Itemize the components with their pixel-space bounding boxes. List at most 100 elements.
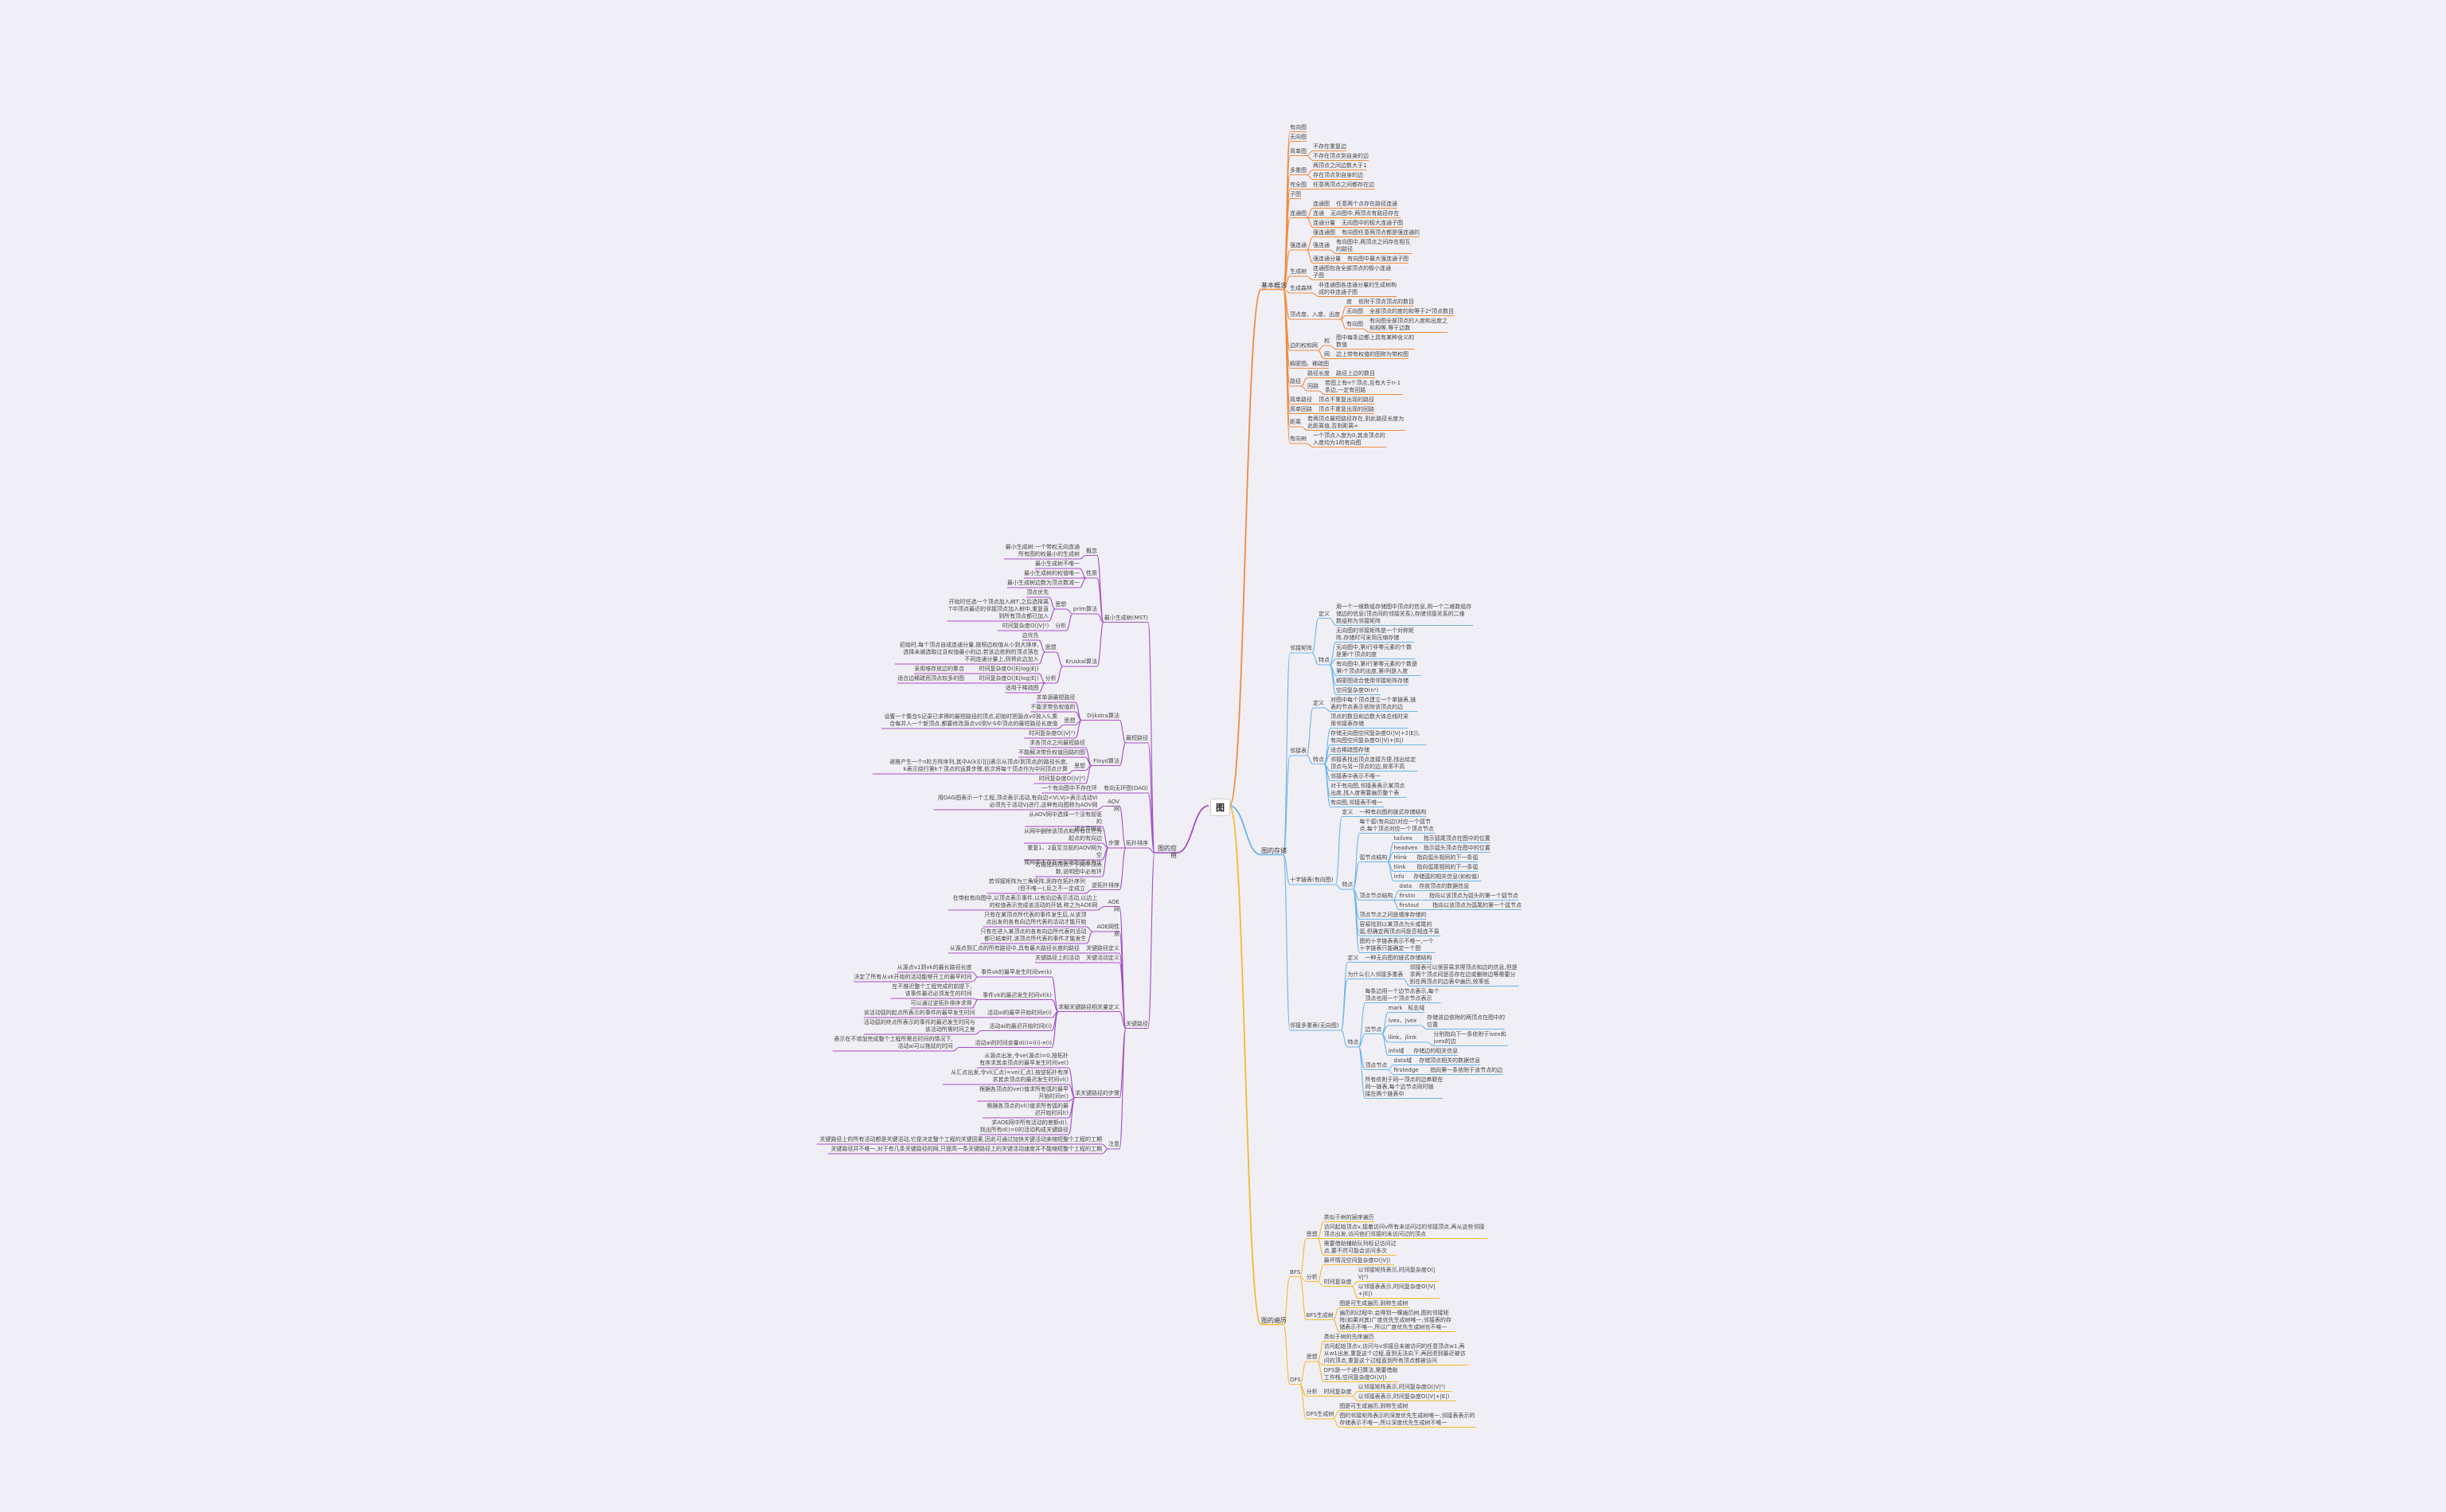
mind-map-node[interactable]: 连通图包含全部顶点的极小连通 子图 [1313, 264, 1391, 279]
mind-map-node[interactable]: 时间复杂度 [1323, 1388, 1352, 1395]
mind-map-node[interactable]: 十字链表(有向图) [1290, 877, 1334, 883]
mind-map-node[interactable]: 访问起始顶点v,访问与v邻接且未被访问的任意顶点w1,再 从w1出发,重复这个过… [1323, 1342, 1466, 1364]
mind-map-node[interactable]: 开始时任选一个顶点加入树T,之后选择离 T中顶点最近的邻接顶点加入树中,重复直 … [948, 599, 1049, 619]
mind-map-node[interactable]: 任意两个点存在路径连通 [1336, 200, 1397, 207]
mind-map-node[interactable]: 思想 [1306, 1230, 1318, 1237]
mind-map-node[interactable]: 分析 [1045, 675, 1057, 682]
mind-map-node[interactable]: tailvex [1393, 834, 1413, 842]
mind-map-node[interactable]: 有向图中最大强连通子图 [1347, 255, 1409, 262]
mind-map-node[interactable]: 求各顶点之间最短路径 [1030, 740, 1085, 746]
mind-map-node[interactable]: 路径长度 [1307, 369, 1330, 377]
mind-map-node[interactable]: 邻接矩阵 [1290, 645, 1312, 651]
mind-map-node[interactable]: 从网中删除该顶点和所有以它为 起点的有向边 [1024, 828, 1102, 842]
mind-map-node[interactable]: 连通图 [1290, 209, 1307, 217]
mind-map-node[interactable]: ilink、jlink [1388, 1034, 1417, 1041]
mind-map-node[interactable]: 事件vk的最迟发生时间vl(k) [983, 991, 1052, 998]
mind-map-node[interactable]: 图中每条边都上具有某种含义的 数值 [1336, 334, 1414, 348]
mind-map-node[interactable]: 网 [1324, 350, 1330, 357]
mind-map-node[interactable]: DFS [1290, 1376, 1301, 1383]
mind-map-node[interactable]: 不存在重复边 [1313, 143, 1346, 150]
mind-map-node[interactable]: 定义 [1342, 808, 1354, 815]
mind-map-node[interactable]: 一种有向图的链式存储结构 [1359, 808, 1427, 815]
mind-map-node[interactable]: 有向图中,两顶点之间存在相互 的路径 [1336, 238, 1411, 252]
mind-map-node[interactable]: Floyd算法 [1093, 757, 1119, 764]
mind-map-node[interactable]: 从AOV网中选择一个没有前驱的 顶点并输出 [1029, 811, 1102, 832]
mind-map-node[interactable]: 时间复杂度O(|E|log|E|) [979, 675, 1039, 682]
mind-map-node[interactable]: 存储顶点相关的数据信息 [1419, 1057, 1481, 1064]
mind-map-node[interactable]: 邻接表找出顶点连接方便,找出给定 顶点与另一顶点的边,效率不高 [1330, 756, 1416, 770]
mind-map-node[interactable]: 度 [1346, 298, 1352, 305]
mind-map-node[interactable]: 适用于稀疏图 [1005, 685, 1039, 691]
mind-map-node[interactable]: 拓扑排序 [1126, 840, 1148, 846]
mind-map-node[interactable]: 无向图的邻接矩阵是一个对称矩 阵,存储时可采用压缩存储 [1336, 627, 1414, 641]
mind-map-node[interactable]: 用DAG图表示一个工程,顶点表示活动,有向边<Vi,Vj>表示活动Vi 必须先于… [937, 795, 1098, 808]
mind-map-node[interactable]: 权 [1324, 338, 1330, 344]
mind-map-node[interactable]: mark [1388, 1004, 1403, 1011]
mind-map-node[interactable]: 图的十字链表表示不唯一,一个 十字链表只能确定一个图 [1359, 937, 1434, 951]
mind-map-node[interactable]: 每条边用一个边节点表示,每个 顶点也用一个顶点节点表示 [1365, 987, 1440, 1002]
mind-map-node[interactable]: 空间复杂度O(n²) [1336, 686, 1379, 693]
mind-map-node[interactable]: 邻接表中表示不唯一 [1330, 772, 1381, 779]
mind-map-node[interactable]: 根据各顶点的ve()值求所有弧的最早 开始时间e() [979, 1086, 1069, 1100]
mind-map-node[interactable]: 图的邻接矩阵表示的深度优先生成树唯一,邻接表表示的 存储表示不唯一,所以深度优先… [1339, 1412, 1475, 1426]
mind-map-node[interactable]: 设置一个集合S记录已求得的最短路径的顶点,初始时把源点v0放入S,集 合每并入一… [884, 713, 1058, 727]
mind-map-node[interactable]: 时间复杂度O(|V|²) [1029, 730, 1076, 736]
mind-map-node[interactable]: 最小生成树(MST) [1104, 614, 1148, 621]
mind-map-node[interactable]: DFS生成树 [1306, 1411, 1334, 1417]
mind-map-node[interactable]: info域 [1388, 1047, 1405, 1054]
mind-map-node[interactable]: 有向图全部顶点的入度和出度之 和相等,等于边数 [1370, 317, 1448, 331]
mind-map-node[interactable]: 图是可生成遍历,则称生成树 [1339, 1402, 1409, 1409]
mind-map-node[interactable]: hlink [1393, 854, 1408, 861]
mind-map-node[interactable]: 有向图 [1290, 123, 1307, 131]
mind-map-node[interactable]: 以邻接矩阵表示,时间复杂度O(| V|²) [1358, 1266, 1436, 1280]
mind-map-node[interactable]: 邻接表可以很容易求得顶点和边的信息,但是 求两个顶点间是否存在边或删除边等需要分… [1409, 963, 1518, 985]
mind-map-node[interactable]: 指向弧尾相同的下一条弧 [1416, 863, 1479, 870]
mind-map-node[interactable]: prim算法 [1073, 606, 1097, 612]
mind-map-node[interactable]: 关键路径并不唯一,对于有几条关键路径的网,只提高一条关键路径上的关键活动速度并不… [830, 1146, 1102, 1152]
mind-map-node[interactable]: 时间复杂度 [1323, 1278, 1352, 1285]
mind-map-node[interactable]: 指向以该顶点为弧头的第一个弧节点 [1428, 892, 1518, 899]
mind-map-node[interactable]: 初始时,每个顶点自成连通分量,按照边权值从小到大排序, 选择未被选取过且权值最小… [899, 642, 1039, 662]
mind-map-node[interactable]: 需要借助辅助队列标记访问过 点,要不然可能会访问多次 [1323, 1240, 1397, 1254]
mind-map-node[interactable]: BFS [1290, 1268, 1301, 1276]
mind-map-node[interactable]: data [1399, 882, 1413, 889]
mind-map-node[interactable]: 有向图,邻接表不唯一 [1330, 799, 1383, 806]
mind-map-node[interactable]: 思想 [1064, 717, 1076, 724]
mind-map-node[interactable]: 子图 [1290, 190, 1301, 197]
mind-map-node[interactable]: 特点 [1319, 657, 1330, 663]
mind-map-node[interactable]: 稠密图、稀疏图 [1290, 360, 1329, 367]
mind-map-node[interactable]: 适合边稀疏而顶点较多的图 [897, 675, 965, 682]
mind-map-node[interactable]: 思想 [1055, 601, 1067, 608]
mind-map-node[interactable]: 若输出的顶点少于网中顶点 数,说明图中必有环 [1035, 861, 1102, 875]
mind-map-node[interactable]: 以邻接表表示,时间复杂度O(|V|+|E|) [1358, 1393, 1450, 1400]
mind-map-node[interactable]: 在不推迟整个工程完成的前提下, 该事件最迟必须发生的时间 [892, 983, 972, 997]
mind-map-node[interactable]: 两顶点之间边数大于1 [1313, 162, 1367, 169]
mind-map-node[interactable]: 适合稀疏图存储 [1330, 746, 1370, 753]
mind-map-node[interactable]: 连通 [1313, 209, 1324, 217]
mind-map-node[interactable]: 特点 [1342, 881, 1354, 888]
mind-map-node[interactable]: Kruskal算法 [1065, 658, 1097, 665]
mind-map-node[interactable]: 类似于树的先序遍历 [1323, 1333, 1374, 1340]
mind-map-node[interactable]: DFS是一个递归算法,需要借助 工作栈,空间复杂度O(|V|) [1323, 1366, 1398, 1381]
mind-map-node[interactable]: 分析 [1306, 1273, 1318, 1280]
mind-map-node[interactable]: 性质 [1086, 570, 1097, 576]
mind-map-node[interactable]: 弧节点结构 [1359, 854, 1388, 861]
mind-map-node[interactable]: 存储边的相关信息 [1413, 1047, 1459, 1054]
mind-map-node[interactable]: firstin [1399, 892, 1416, 899]
mind-map-node[interactable]: 存放顶点的数据信息 [1419, 882, 1470, 889]
mind-map-node[interactable]: 简单路径 [1290, 396, 1312, 403]
mind-map-node[interactable]: 存储无向图空间复杂度O(|V|+2|E|), 有向图空间复杂度O(|V|+|E|… [1330, 729, 1420, 744]
mind-map-node[interactable]: 回路 [1307, 383, 1319, 389]
mind-map-node[interactable]: 事件vk的最早发生时间ve(k) [980, 969, 1052, 975]
mind-map-node[interactable]: 关键路径 [1126, 1020, 1148, 1027]
mind-map-node[interactable]: 对于有向图,邻接表表示某顶点 出度,找入度需要遍历整个表 [1330, 782, 1405, 796]
mind-map-node[interactable]: 依附于顶点顶点的数目 [1358, 298, 1414, 305]
mind-map-node[interactable]: 不能解决带负权值回路的图 [1018, 749, 1085, 756]
mind-map-node[interactable]: AOE网性质 [1096, 924, 1119, 937]
mind-map-node[interactable]: 指向弧头相同的下一条弧 [1416, 854, 1479, 861]
mind-map-node[interactable]: data域 [1393, 1057, 1413, 1064]
mind-map-node[interactable]: 顶点不重复出现的路径 [1319, 396, 1374, 403]
mind-map-node[interactable]: 基本概念 [1261, 281, 1287, 289]
mind-map-node[interactable]: 只有在进入某顶点的各有向边所代表的活动 都已结束时,该顶点所代表的事件才能发生 [980, 928, 1087, 942]
mind-map-node[interactable]: 不能求带负权值的 [1030, 704, 1076, 710]
